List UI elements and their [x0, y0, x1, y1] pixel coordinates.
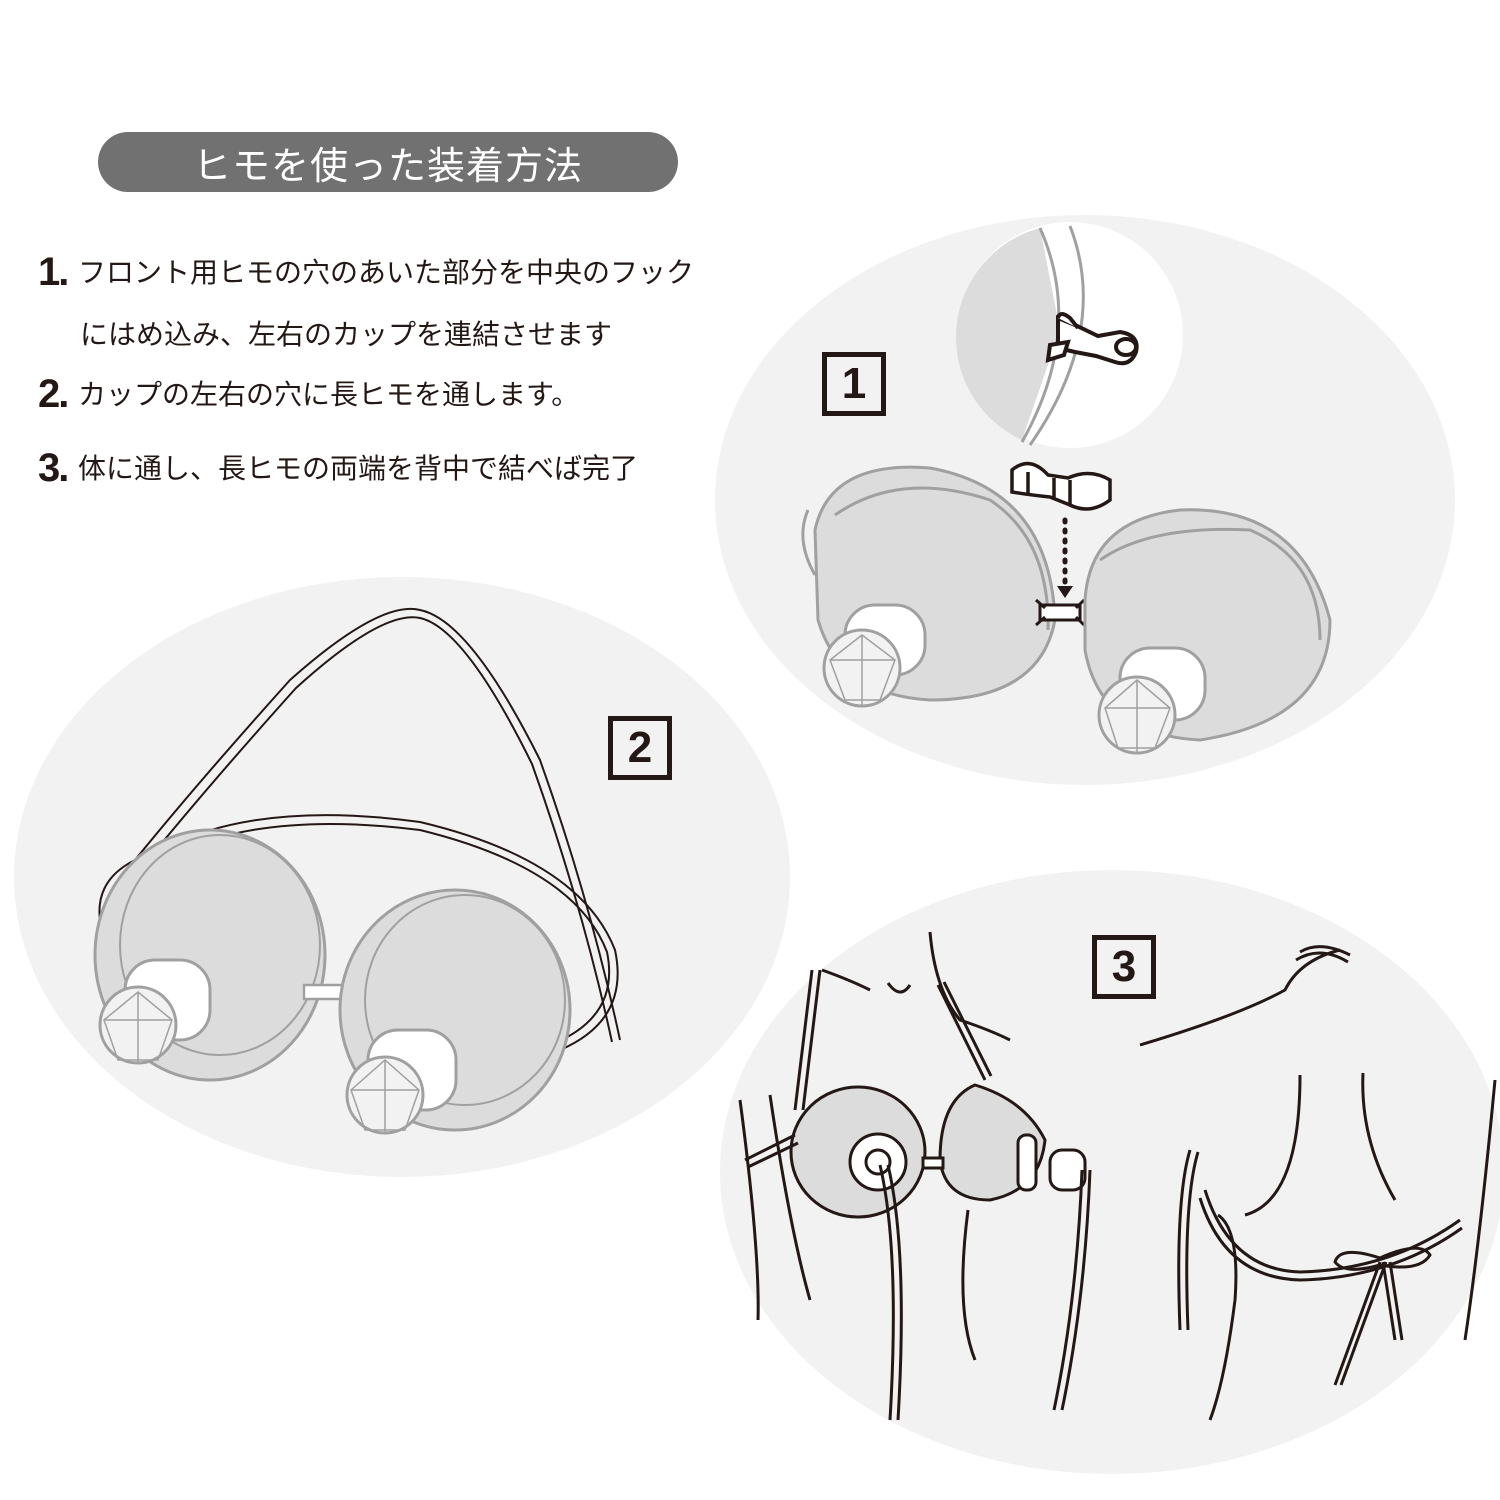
- front-body: [738, 931, 1011, 1361]
- panel-1-illustration: [801, 222, 1332, 755]
- left-cup: [93, 828, 327, 1082]
- arrow-down-icon: [1057, 517, 1073, 598]
- connected-hook-icon: [1035, 598, 1086, 627]
- right-cup: [1083, 508, 1332, 755]
- step-badge-2: 2: [608, 716, 672, 780]
- back-body: [1139, 945, 1497, 1421]
- step-badge-3: 3: [1092, 935, 1156, 999]
- step-text: 体に通し、長ヒモの両端を背中で結べば完了: [78, 452, 639, 485]
- right-cup: [338, 888, 572, 1135]
- step-number: 1.: [38, 250, 69, 294]
- strap-bow: [1198, 1189, 1463, 1386]
- hook-icon: [1045, 312, 1139, 366]
- long-strap: [98, 607, 621, 1051]
- section-title: ヒモを使った装着方法: [98, 132, 678, 192]
- panel-2-illustration: [93, 607, 621, 1135]
- section-title-text: ヒモを使った装着方法: [192, 143, 583, 188]
- step-number: 2.: [38, 372, 69, 416]
- step-1: 1. フロント用ヒモの穴のあいた部分を中央のフック にはめ込み、左右のカップを連結…: [38, 250, 694, 353]
- step-badge-label: 2: [627, 723, 653, 772]
- step-badge-1: 1: [822, 352, 886, 416]
- hook-closeup: [955, 222, 1183, 448]
- right-cup-worn: [938, 1083, 1087, 1202]
- step-badge-label: 3: [1111, 942, 1137, 991]
- panel-3-background: [720, 870, 1500, 1474]
- step-2: 2. カップの左右の穴に長ヒモを通します。: [38, 372, 579, 417]
- step-text-continued: にはめ込み、左右のカップを連結させます: [80, 318, 613, 351]
- step-badge-label: 1: [841, 359, 867, 408]
- left-cup: [801, 465, 1057, 708]
- center-hook: [921, 1156, 945, 1170]
- front-strap-icon: [1010, 461, 1112, 511]
- step-3: 3. 体に通し、長ヒモの両端を背中で結べば完了: [38, 446, 638, 491]
- panel-3-illustration: [738, 931, 1497, 1421]
- step-text: フロント用ヒモの穴のあいた部分を中央のフック: [78, 256, 695, 289]
- step-number: 3.: [38, 446, 69, 490]
- step-text: カップの左右の穴に長ヒモを通します。: [78, 378, 580, 411]
